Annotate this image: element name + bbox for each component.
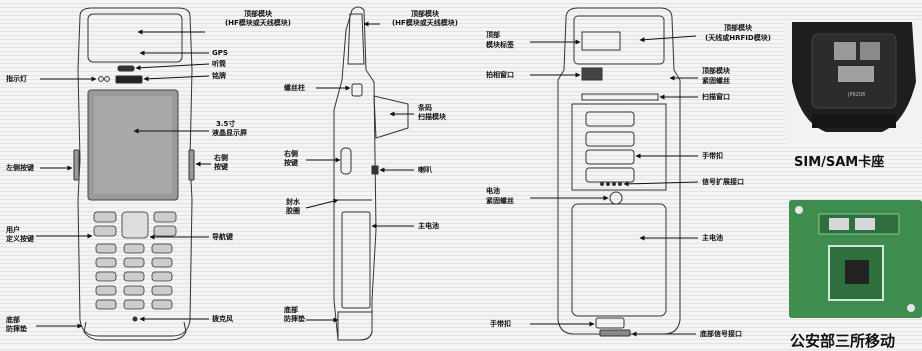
side-top-module-label-1: 顶部模块 — [411, 9, 440, 18]
screw-post — [351, 83, 363, 97]
sim-chip-text: JP6208 — [847, 92, 865, 98]
seal-ring-label-1: 封水 — [286, 197, 301, 206]
user-keys-label-1: 用户 — [6, 225, 20, 234]
front-view-device — [73, 7, 195, 341]
module-label-label-1: 顶部 — [486, 30, 500, 39]
sim-sam-caption: SIM/SAM卡座 — [794, 155, 885, 170]
scan-module-label-2: 扫描模块 — [418, 112, 447, 121]
side-bottom-pad-label-2: 防摔垫 — [284, 314, 305, 323]
screen-label-2: 液晶显示屏 — [212, 128, 247, 137]
nameplate-label: 铭牌 — [212, 71, 226, 80]
scan-module — [373, 95, 409, 139]
bottom-signal-port — [599, 329, 631, 337]
screen-label-1: 3.5寸 — [216, 119, 235, 128]
gps-label: GPS — [212, 49, 228, 57]
nameplate — [115, 75, 143, 84]
speaker — [371, 165, 379, 175]
back-top-module-label-2: (天线或HRFID模块) — [705, 33, 771, 42]
seal-ring-label-2: 胶圈 — [286, 206, 300, 215]
scan-window-label: 扫描窗口 — [702, 92, 730, 101]
battery-screw — [609, 191, 623, 205]
earpiece-label: 听筒 — [212, 59, 226, 68]
front-labels: 顶部模块 (HF模块或天线模块) GPS 听筒 铭牌 指示灯 3.5寸 液晶显示… — [5, 9, 291, 333]
indicator-led — [98, 76, 104, 82]
battery-screw-label-1: 电池 — [486, 186, 500, 195]
side-right-key-label-2: 按键 — [284, 158, 298, 167]
right-side-key — [188, 149, 195, 181]
speaker-label: 喇叭 — [418, 165, 432, 174]
back-top-module — [573, 15, 665, 65]
seal-ring-leader — [305, 198, 339, 209]
bottom-pad-label-1: 底部 — [6, 315, 20, 324]
user-keys-label-2: 定义按键 — [6, 234, 34, 243]
fastening-screw-label-2: 紧固螺丝 — [702, 76, 730, 85]
bottom-pad-label-2: 防摔垫 — [6, 324, 27, 333]
front-top-module-label-1: 顶部模块 — [244, 9, 273, 18]
fastening-screw-label-1: 顶部模块 — [702, 66, 731, 75]
signal-port-leader — [623, 181, 699, 187]
earpiece-leader — [135, 63, 210, 71]
side-labels: 顶部模块 (HF模块或天线模块) 螺丝柱 条码 扫描模块 右侧 按键 喇叭 封水… — [283, 9, 458, 323]
pcb-caption: 公安部三所移动 — [790, 332, 896, 350]
nav-key-label: 导航键 — [212, 232, 233, 241]
side-view-device — [333, 6, 409, 341]
side-battery — [341, 211, 371, 309]
front-top-module — [87, 13, 183, 63]
pcb-photo — [789, 200, 922, 318]
microphone-label: 拨克风 — [212, 314, 233, 323]
hand-strap — [585, 149, 635, 165]
strap-bottom-label: 手带扣 — [490, 319, 511, 328]
left-side-key-label: 左侧按键 — [5, 163, 34, 172]
nav-key — [121, 211, 149, 239]
signal-port — [600, 182, 622, 186]
back-center-panel — [571, 103, 667, 191]
side-right-key — [340, 147, 352, 175]
side-battery-label: 主电池 — [418, 221, 439, 230]
signal-port-label: 信号扩展接口 — [702, 177, 744, 186]
module-label-label-2: 模块标签 — [486, 40, 515, 49]
side-top-module-label-2: (HF模块或天线模块) — [392, 18, 458, 27]
back-outline — [557, 7, 681, 335]
back-battery-label: 主电池 — [702, 233, 723, 242]
back-top-module-label-1: 顶部模块 — [724, 23, 753, 32]
hand-strap-label: 手带扣 — [702, 151, 723, 160]
nameplate-leader — [143, 75, 210, 82]
back-labels: 顶部模块 (天线或HRFID模块) 顶部 模块标签 拍相窗口 顶部模块 紧固螺丝… — [486, 23, 771, 338]
left-side-key — [73, 149, 80, 181]
front-top-module-label-2: (HF模块或天线模块) — [225, 18, 291, 27]
battery-screw-label-2: 紧固螺丝 — [486, 196, 514, 205]
side-bottom-pad — [337, 311, 373, 341]
back-battery — [571, 203, 667, 317]
side-right-key-label-1: 右侧 — [283, 149, 298, 158]
scan-window — [581, 93, 659, 101]
side-bottom-pad-label-1: 底部 — [284, 305, 298, 314]
side-top-module — [347, 13, 365, 65]
microphone — [132, 316, 138, 322]
bottom-signal-port-label: 底部信号接口 — [700, 329, 742, 338]
earpiece — [117, 65, 135, 72]
back-view-device — [557, 7, 681, 337]
scan-module-label-1: 条码 — [417, 103, 432, 112]
right-side-key-label-1: 右侧 — [213, 153, 228, 162]
keypad — [93, 211, 177, 310]
screw-post-label: 螺丝柱 — [284, 83, 305, 92]
pcb-image — [789, 200, 922, 318]
strap-bottom — [595, 317, 625, 329]
indicator-label: 指示灯 — [6, 74, 27, 83]
back-top-module-leader — [639, 35, 697, 43]
sim-sam-photo: JP6208 — [786, 22, 922, 144]
sim-sam-image: JP6208 — [792, 22, 916, 132]
back-module-label — [581, 31, 621, 51]
camera-window-label: 拍相窗口 — [486, 70, 514, 79]
camera-window — [581, 67, 603, 81]
right-side-key-label-2: 按键 — [214, 162, 228, 171]
front-bottom-pad — [83, 321, 187, 341]
